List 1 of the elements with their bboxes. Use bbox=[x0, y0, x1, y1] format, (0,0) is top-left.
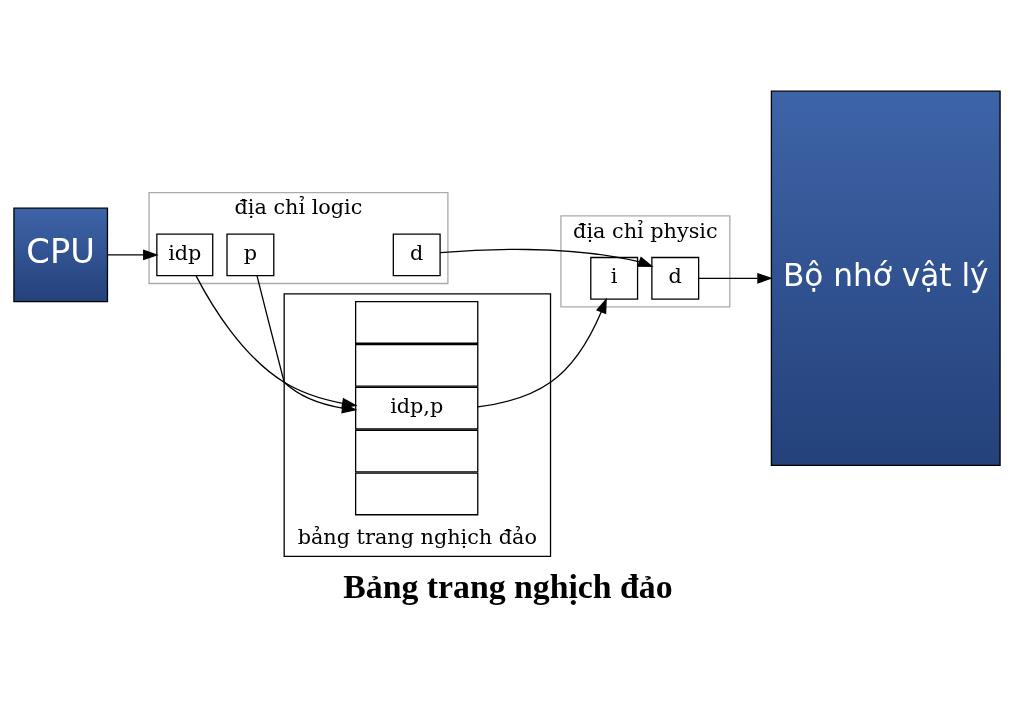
caption: Bảng trang nghịch đảo bbox=[343, 567, 673, 605]
